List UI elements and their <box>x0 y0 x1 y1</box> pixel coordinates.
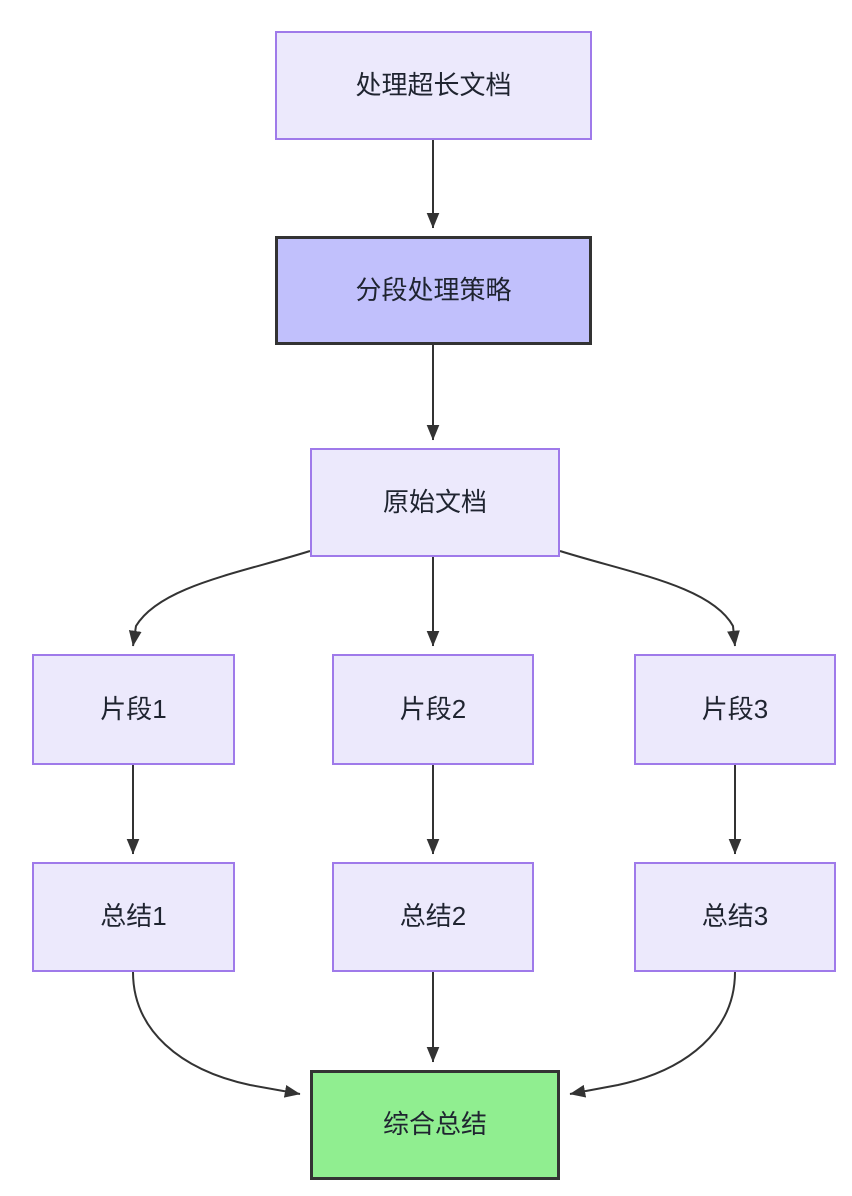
node-label: 分段处理策略 <box>355 274 512 305</box>
node-label: 处理超长文档 <box>355 69 512 100</box>
node-summary-3[interactable]: 总结3 <box>634 862 836 972</box>
node-source-doc[interactable]: 原始文档 <box>310 448 560 557</box>
node-summary-2[interactable]: 总结2 <box>332 862 534 972</box>
node-label: 片段2 <box>399 693 467 724</box>
node-label: 总结2 <box>399 901 467 932</box>
node-label: 综合总结 <box>382 1109 487 1140</box>
edge-summary3-to-finalsummary <box>569 971 736 1098</box>
node-label: 片段1 <box>100 693 167 724</box>
node-doc-long[interactable]: 处理超长文档 <box>275 31 592 140</box>
edge-sourcedoc-to-chunk1 <box>128 550 311 647</box>
node-chunk-3[interactable]: 片段3 <box>634 654 836 765</box>
node-label: 原始文档 <box>382 486 487 517</box>
edge-sourcedoc-to-chunk3 <box>559 550 740 647</box>
node-summary-1[interactable]: 总结1 <box>32 862 235 972</box>
node-chunk-2[interactable]: 片段2 <box>332 654 534 765</box>
node-final-summary[interactable]: 综合总结 <box>310 1070 560 1180</box>
node-label: 总结3 <box>701 901 769 932</box>
node-label: 片段3 <box>701 693 769 724</box>
node-strategy[interactable]: 分段处理策略 <box>275 236 592 345</box>
node-label: 总结1 <box>100 901 167 932</box>
node-chunk-1[interactable]: 片段1 <box>32 654 235 765</box>
edge-summary1-to-finalsummary <box>132 971 301 1098</box>
